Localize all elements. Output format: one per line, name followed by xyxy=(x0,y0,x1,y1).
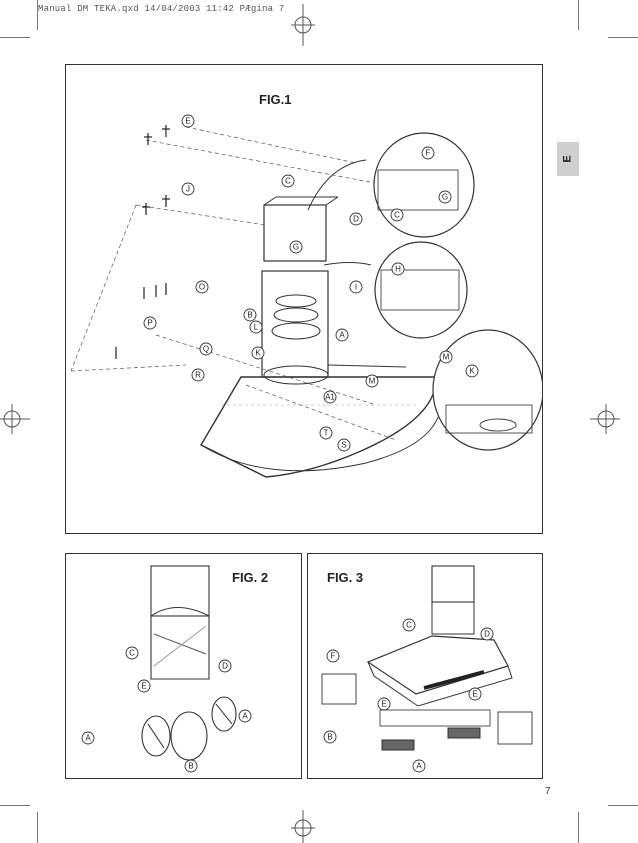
registration-mark-bottom-icon xyxy=(291,810,315,843)
fig1-callout: A1 xyxy=(325,393,335,402)
fig1-callout: S xyxy=(341,441,346,450)
fig3-callout: E xyxy=(381,700,386,709)
crop-mark-tl-v xyxy=(37,0,38,30)
fig2-callout: A xyxy=(242,712,248,721)
fig1-callout: P xyxy=(147,319,152,328)
fig1-callout: M xyxy=(443,353,450,362)
crop-mark-tr-h xyxy=(608,37,638,38)
fig2-callout: A xyxy=(85,734,91,743)
file-header: Manual DM TEKA.qxd 14/04/2003 11:42 PÆgi… xyxy=(38,4,285,14)
language-tab-label: E xyxy=(562,155,574,163)
crop-mark-tl-h xyxy=(0,37,30,38)
fig1-callout: M xyxy=(369,377,376,386)
language-tab: E xyxy=(557,142,579,176)
fig3-callout: D xyxy=(484,630,490,639)
fig3-diagram xyxy=(321,565,533,751)
crop-mark-bl-v xyxy=(37,812,38,843)
fig1-callout: O xyxy=(199,283,205,292)
fig1-callout: E xyxy=(185,117,190,126)
fig3-callout: B xyxy=(327,733,332,742)
fig3-callout: A xyxy=(416,762,422,771)
fig1-callout: F xyxy=(426,149,431,158)
fig1-callout: B xyxy=(247,311,252,320)
registration-mark-left-icon xyxy=(0,404,30,434)
fig1-title: FIG.1 xyxy=(259,92,292,107)
fig3-callouts: C D F E E B A xyxy=(323,618,494,773)
page-number: 7 xyxy=(545,786,551,797)
fig1-callout: C xyxy=(394,211,400,220)
fig1-panel: FIG.1 xyxy=(65,64,543,534)
fig3-title: FIG. 3 xyxy=(327,570,364,585)
crop-mark-bl-h xyxy=(0,805,30,806)
fig2-panel: FIG. 2 C D E A A B xyxy=(65,553,302,779)
fig2-title: FIG. 2 xyxy=(232,570,269,585)
fig1-callout: D xyxy=(353,215,359,224)
fig3-callout: C xyxy=(406,621,412,630)
fig2-callout: D xyxy=(222,662,228,671)
crop-mark-br-v xyxy=(578,812,579,843)
fig1-callout: A xyxy=(339,331,345,340)
registration-mark-right-icon xyxy=(590,404,620,434)
fig1-callout: G xyxy=(442,193,448,202)
fig2-callout: C xyxy=(129,649,135,658)
crop-mark-tr-v xyxy=(578,0,579,30)
fig2-callout: E xyxy=(141,682,146,691)
fig3-callout: F xyxy=(331,652,336,661)
fig1-callout: J xyxy=(186,185,190,194)
fig1-callout: K xyxy=(255,349,261,358)
fig1-callout: G xyxy=(293,243,299,252)
fig1-callout: R xyxy=(195,371,201,380)
fig1-callout: H xyxy=(395,265,401,274)
fig2-callout: B xyxy=(188,762,193,771)
fig1-callout: C xyxy=(285,177,291,186)
fig3-panel: FIG. 3 C D F E E B A xyxy=(307,553,543,779)
fig1-callout: L xyxy=(254,323,259,332)
fig1-callouts: E J C G D F C G H I O B L P Q K A R M A1… xyxy=(143,114,479,452)
fig2-callouts: C D E A A B xyxy=(81,646,252,773)
fig1-callout: Q xyxy=(203,345,209,354)
registration-mark-top-icon xyxy=(291,4,315,46)
fig1-callout: K xyxy=(469,367,475,376)
fig1-callout: I xyxy=(355,283,357,292)
crop-mark-br-h xyxy=(608,805,638,806)
fig3-callout: E xyxy=(472,690,477,699)
fig2-diagram xyxy=(141,565,237,761)
fig1-callout: T xyxy=(324,429,329,438)
